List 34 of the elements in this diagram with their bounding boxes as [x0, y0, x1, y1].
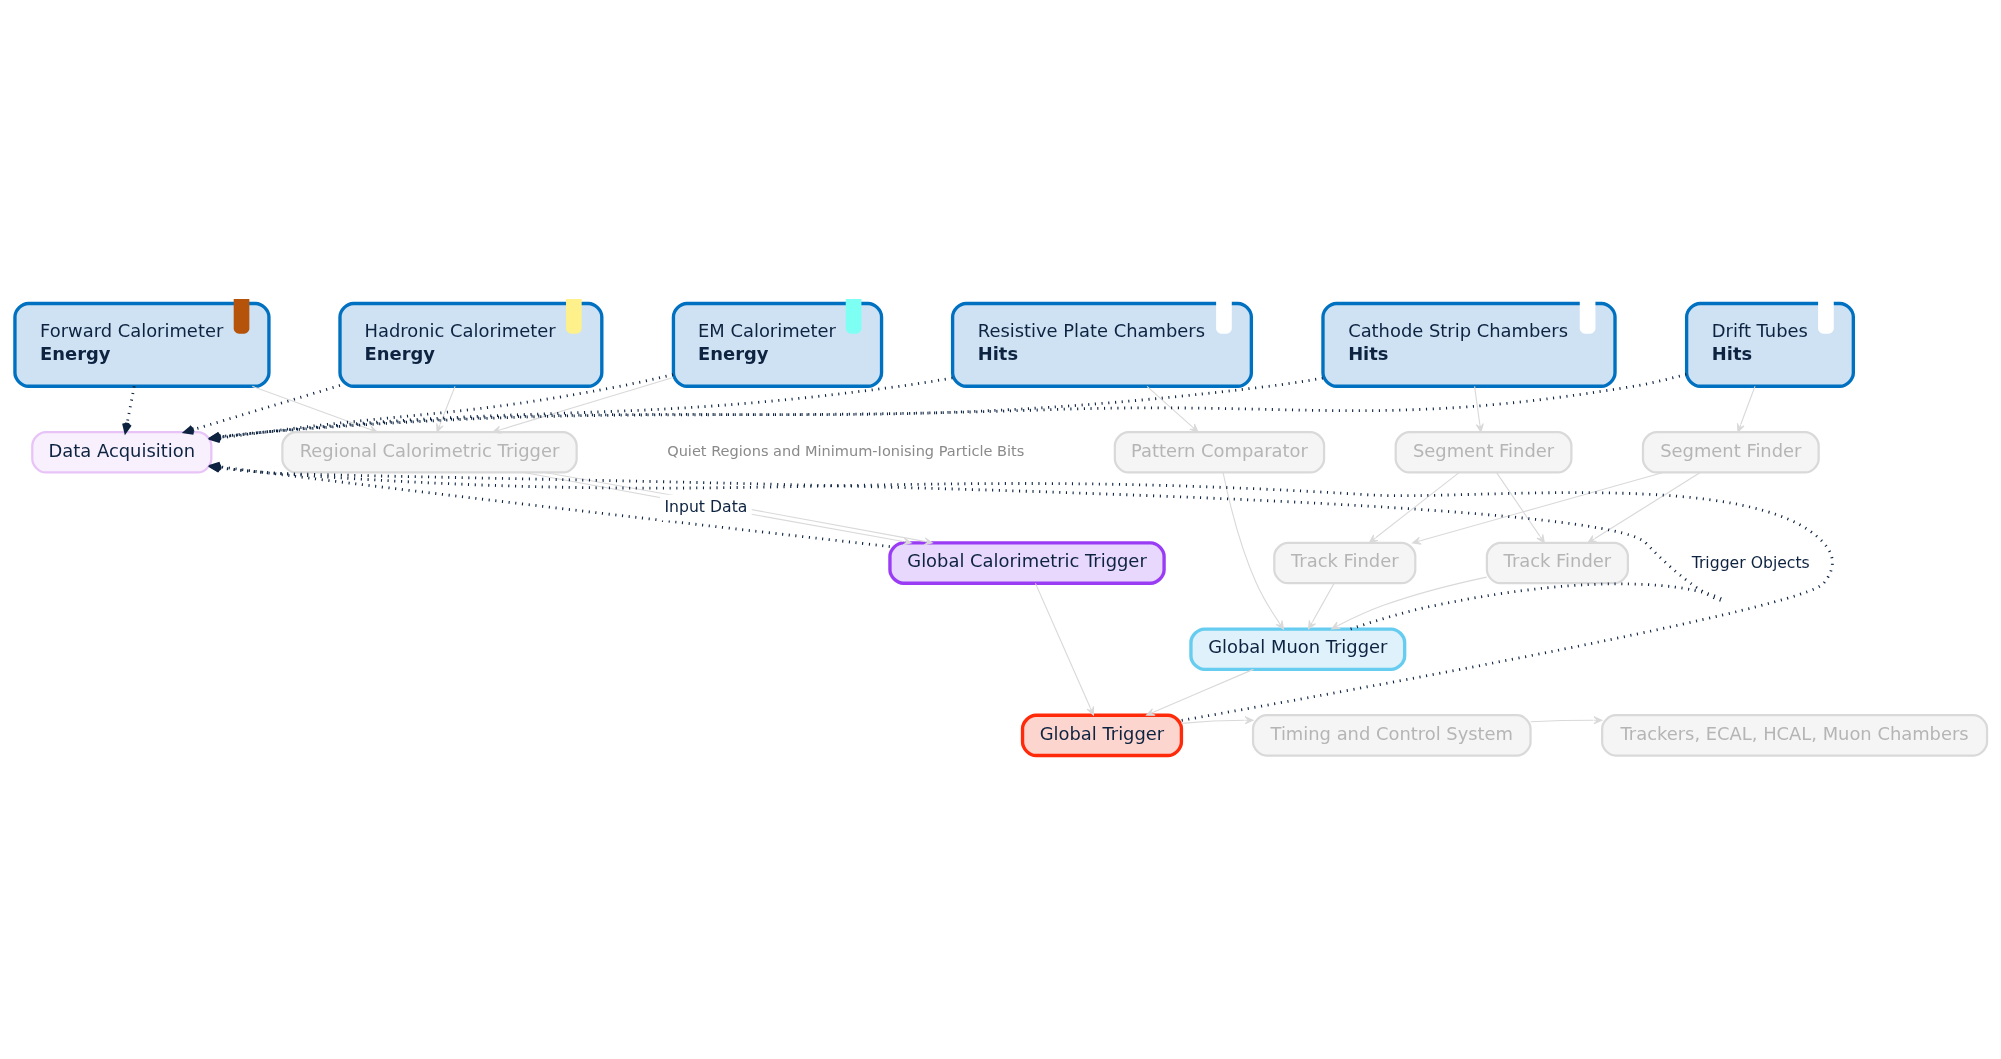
arrow	[1180, 716, 1254, 725]
node-box: Pattern Comparator	[1113, 431, 1325, 474]
node-box: Global Trigger	[1020, 713, 1183, 758]
arrow	[183, 384, 340, 435]
node-box: Timing and Control System	[1251, 714, 1532, 757]
arrow	[1529, 716, 1602, 725]
node-box: Data Acquisition	[30, 431, 212, 474]
node-box: Track Finder	[1485, 541, 1629, 585]
node-box: Global Muon Trigger	[1188, 627, 1406, 672]
node-box: Global Calorimetric Trigger	[887, 541, 1166, 585]
arrow	[1307, 582, 1335, 630]
arrow	[1145, 668, 1254, 716]
arrow	[491, 377, 674, 434]
arrow	[1586, 472, 1701, 544]
arrow	[1222, 471, 1284, 630]
node-box: Trackers, ECAL, HCAL, Muon Chambers	[1600, 714, 1988, 757]
arrow	[1473, 385, 1484, 433]
arrow	[1034, 582, 1094, 716]
arrow	[121, 386, 136, 434]
arrow	[1368, 472, 1460, 544]
node-box: Segment Finder	[1394, 431, 1572, 474]
arrow	[1330, 576, 1487, 630]
arrow	[251, 385, 378, 434]
edge-label: Trigger Objects	[1691, 552, 1810, 572]
arrow	[1146, 385, 1198, 433]
arrow	[435, 385, 456, 433]
node-box: Track Finder	[1272, 541, 1416, 585]
arrow	[1495, 472, 1545, 544]
edge-label: Input Data	[663, 497, 747, 517]
label: Quiet Regions and Minimum-Ionising Particle Bits	[666, 443, 1024, 460]
arrow	[1411, 471, 1664, 545]
node-box: Segment Finder	[1641, 431, 1820, 474]
arrow	[1736, 385, 1755, 433]
node-box: Regional Calorimetric Trigger	[280, 431, 578, 474]
